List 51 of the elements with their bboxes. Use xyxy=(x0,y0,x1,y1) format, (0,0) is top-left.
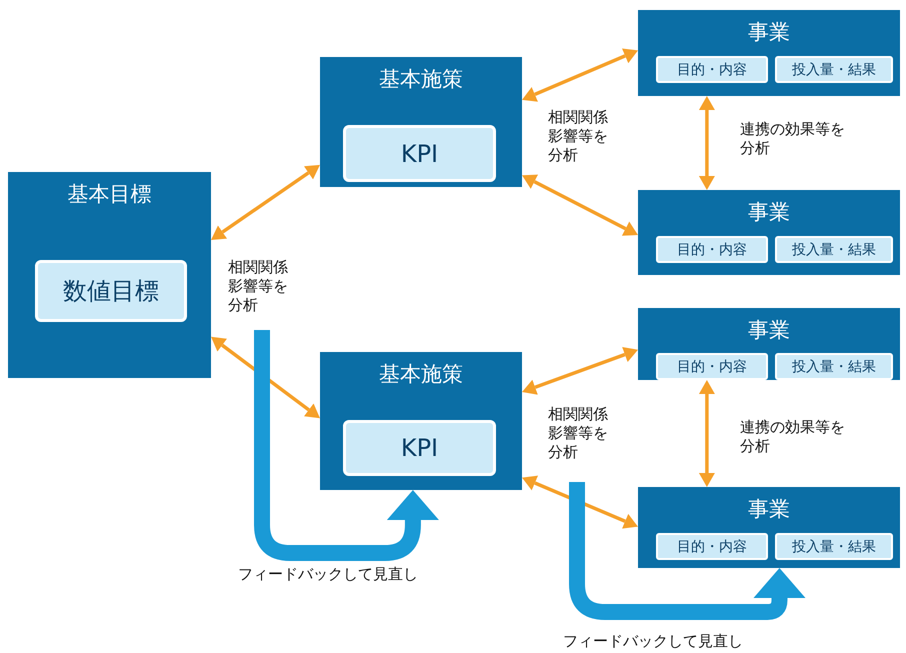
item-box xyxy=(775,533,893,560)
double-arrow xyxy=(211,164,320,240)
analysis-note: 相関関係影響等を分析 xyxy=(548,108,609,164)
box-label: 投入量・結果 xyxy=(792,60,876,78)
edge-label: 連携の効果等を分析 xyxy=(740,120,846,158)
box-label: KPI xyxy=(400,140,438,168)
analysis-note: 相関関係影響等を分析 xyxy=(228,258,289,314)
item-box xyxy=(775,236,893,263)
box-label: 投入量・結果 xyxy=(792,538,876,556)
double-arrow xyxy=(698,96,715,190)
box-label: 投入量・結果 xyxy=(792,358,876,376)
double-arrow xyxy=(522,174,638,236)
box-heading: 事業 xyxy=(747,496,791,523)
analysis-note: 相関関係影響等を分析 xyxy=(548,405,609,462)
edge-label: フィードバックして見直し xyxy=(238,565,419,584)
panel-box xyxy=(638,10,900,96)
box-heading: 基本施策 xyxy=(378,361,464,388)
box-heading: 事業 xyxy=(747,199,791,226)
item-box xyxy=(656,56,768,83)
panel-box xyxy=(320,57,522,187)
panel-box xyxy=(638,308,900,380)
feedback-arrow xyxy=(254,330,439,561)
panel-box xyxy=(638,487,900,568)
box-label: 目的・内容 xyxy=(677,538,747,556)
item-box xyxy=(775,353,893,380)
panel-box xyxy=(638,190,900,275)
panel-box xyxy=(320,352,522,490)
double-arrow xyxy=(522,48,638,102)
double-arrow xyxy=(522,347,638,395)
box-label: 投入量・結果 xyxy=(792,240,876,258)
panel-box xyxy=(8,172,211,378)
target-box xyxy=(35,260,187,322)
item-box xyxy=(775,56,893,83)
double-arrow xyxy=(698,380,715,487)
edge-label: フィードバックして見直し xyxy=(563,632,744,651)
feedback-arrow xyxy=(569,482,806,620)
box-label: 数値目標 xyxy=(63,276,159,307)
item-box xyxy=(656,533,768,560)
box-heading: 事業 xyxy=(747,19,791,46)
box-label: 目的・内容 xyxy=(677,358,747,376)
box-heading: 事業 xyxy=(747,317,791,344)
edge-label: 連携の効果等を分析 xyxy=(740,418,846,456)
target-box xyxy=(343,420,496,476)
box-label: KPI xyxy=(400,434,438,462)
box-heading: 基本目標 xyxy=(66,181,152,208)
item-box xyxy=(656,353,768,380)
item-box xyxy=(656,236,768,263)
target-box xyxy=(343,125,496,182)
box-label: 目的・内容 xyxy=(677,60,747,78)
box-heading: 基本施策 xyxy=(378,66,464,93)
box-label: 目的・内容 xyxy=(677,240,747,258)
